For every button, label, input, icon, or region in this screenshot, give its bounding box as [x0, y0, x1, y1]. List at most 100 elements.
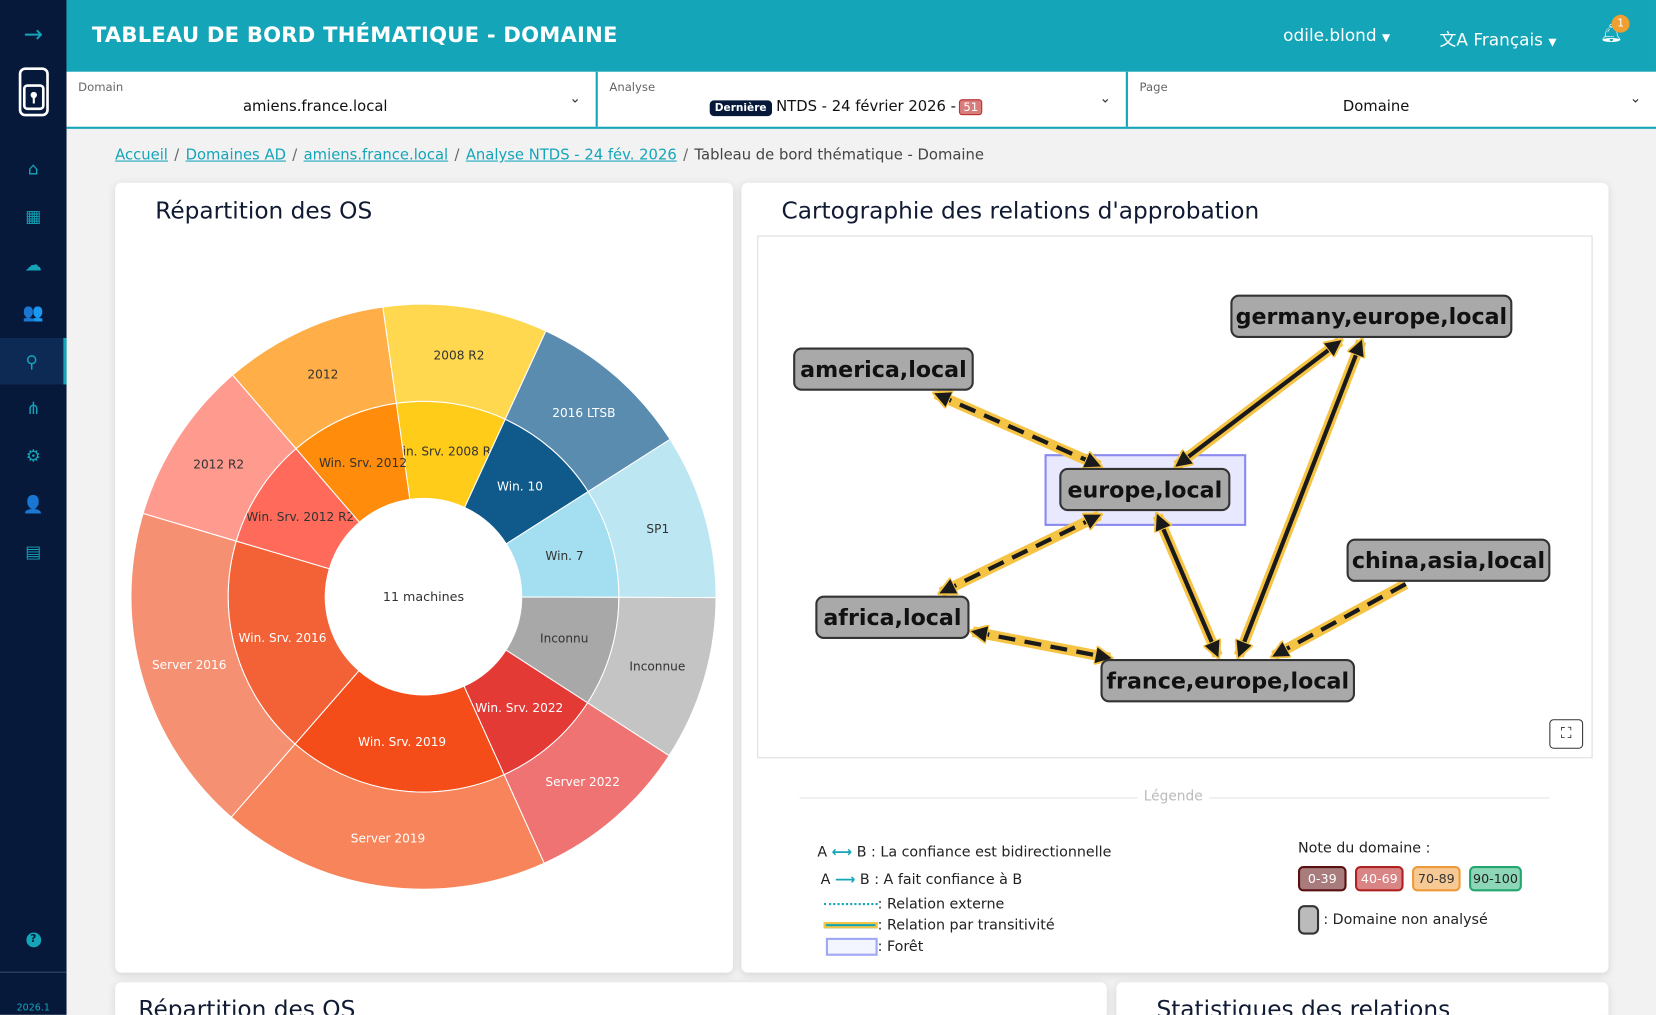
trust-edge[interactable]: [1152, 515, 1223, 655]
external-line-icon: [823, 902, 878, 906]
bottom-left-title: Répartition des OS: [138, 996, 356, 1015]
outer-slice-label: SP1: [646, 522, 669, 536]
page-select-label: Page: [1139, 80, 1168, 94]
domain-node-africa[interactable]: africa,local: [815, 595, 970, 639]
trust-edge[interactable]: [973, 632, 1110, 658]
language-label: Français: [1473, 29, 1543, 50]
trust-edge[interactable]: [1274, 579, 1409, 661]
breadcrumb-domain[interactable]: amiens.france.local: [303, 146, 449, 164]
note-badge: 70-89: [1412, 866, 1461, 892]
domain-node-europe[interactable]: europe,local: [1059, 467, 1231, 512]
os-card-title: Répartition des OS: [155, 198, 373, 225]
os-distribution-card-2: Répartition des OS: [115, 982, 1107, 1015]
breadcrumb-current: Tableau de bord thématique - Domaine: [694, 146, 985, 164]
note-badge: 0-39: [1297, 866, 1347, 892]
inner-slice-label: Inconnu: [540, 632, 588, 646]
inner-slice-label: Win. 7: [545, 549, 583, 563]
gear-icon[interactable]: ⚙: [25, 445, 41, 466]
transitive-line-icon: [823, 921, 878, 929]
sidebar: → ⌂ ▦ ☁ 👥 ⚲ ⋔ ⚙ 👤 ▤ ? 2026.1: [0, 0, 67, 1015]
domain-node-china[interactable]: china,asia,local: [1346, 538, 1551, 582]
inner-slice-label: Win. Srv. 2019: [358, 735, 446, 749]
inner-slice-label: Win. Srv. 2022: [475, 701, 563, 715]
bottom-right-title: Statistiques des relations: [1156, 996, 1451, 1015]
outer-slice-label: 2008 R2: [434, 349, 485, 363]
outer-slice-label: 2012: [307, 368, 338, 382]
breadcrumb-home[interactable]: Accueil: [115, 146, 168, 164]
domain-select-label: Domain: [78, 80, 124, 94]
cloud-icon[interactable]: ☁: [24, 253, 42, 275]
book-icon[interactable]: ▤: [25, 541, 42, 562]
header: TABLEAU DE BORD THÉMATIQUE - DOMAINE odi…: [66, 0, 1656, 72]
legend-a: A: [820, 871, 831, 889]
domain-node-label: africa,local: [823, 605, 961, 631]
center-label: 11 machines: [383, 589, 464, 604]
outer-slice-label: Inconnue: [629, 659, 685, 673]
legend-forest: : Forêt: [877, 938, 924, 956]
users-icon[interactable]: 👥: [22, 301, 44, 322]
breadcrumb-domains[interactable]: Domaines AD: [185, 146, 286, 164]
legend-a: A: [817, 843, 828, 861]
domain-node-label: france,europe,local: [1106, 669, 1349, 695]
domain-node-label: america,local: [800, 357, 967, 383]
latest-badge: Dernière: [709, 100, 772, 117]
selector-bar: Domain amiens.france.local ⌄ Analyse Der…: [66, 71, 1656, 129]
fullscreen-button[interactable]: ⛶: [1549, 719, 1584, 749]
breadcrumb: Accueil/Domaines AD/amiens.france.local/…: [115, 146, 985, 164]
note-badge: 40-69: [1355, 866, 1404, 892]
domain-node-label: china,asia,local: [1352, 548, 1545, 574]
analyse-select-label: Analyse: [609, 80, 656, 94]
fullscreen-icon: ⛶: [1561, 725, 1572, 743]
home-icon[interactable]: ⌂: [27, 157, 39, 178]
help-icon[interactable]: ?: [0, 919, 67, 961]
trust-edge[interactable]: [936, 389, 1100, 471]
inner-slice-label: Win. Srv. 2008 R2: [391, 445, 499, 459]
translate-icon: 文A: [1439, 29, 1468, 50]
note-title: Note du domaine :: [1297, 839, 1431, 857]
outer-slice-label: 2012 R2: [193, 457, 244, 471]
page-select[interactable]: Page Domaine ⌄: [1128, 72, 1656, 127]
sidebar-divider: [0, 971, 67, 973]
domain-node-france[interactable]: france,europe,local: [1100, 659, 1356, 703]
outer-slice-label: Server 2016: [152, 658, 226, 672]
windows-icon[interactable]: ▦: [25, 205, 42, 226]
domain-node-germany[interactable]: germany,europe,local: [1230, 294, 1513, 338]
graph-icon[interactable]: ⋔: [26, 397, 41, 418]
note-badge: 90-100: [1469, 866, 1522, 892]
domain-node-america[interactable]: america,local: [793, 347, 974, 391]
inner-slice-label: Win. 10: [497, 479, 543, 493]
logo-lock-icon: [0, 65, 67, 118]
relations-stats-card: Statistiques des relations: [1116, 982, 1609, 1015]
user-name: odile.blond: [1283, 25, 1377, 46]
legend-external: : Relation externe: [877, 895, 1005, 913]
score-badge: 51: [959, 99, 983, 116]
search-icon[interactable]: ⚲: [0, 337, 67, 385]
notification-count-badge: 1: [1611, 14, 1630, 33]
not-analysed-swatch: [1297, 905, 1320, 935]
oneway-arrow-icon: ⟶: [834, 871, 856, 889]
breadcrumb-analysis[interactable]: Analyse NTDS - 24 fév. 2026: [465, 146, 677, 164]
version-label: 2026.1: [16, 1003, 50, 1014]
trust-graph[interactable]: germany,europe,local america,local europe,…: [757, 235, 1593, 759]
expand-sidebar-icon[interactable]: →: [23, 21, 44, 49]
inner-slice-label: Win. Srv. 2012: [319, 456, 407, 470]
chevron-down-icon: ⌄: [1099, 90, 1112, 107]
legend-oneway: B : A fait confiance à B: [859, 871, 1023, 889]
outer-slice[interactable]: [231, 306, 397, 450]
domain-node-label: europe,local: [1067, 477, 1222, 503]
language-menu[interactable]: 文A Français ▼: [1439, 25, 1556, 50]
trust-edge[interactable]: [1233, 341, 1367, 656]
trust-edge[interactable]: [941, 510, 1099, 598]
legend-bidirectional: B : La confiance est bidirectionnelle: [856, 843, 1112, 861]
domain-select-value: amiens.france.local: [242, 98, 388, 116]
outer-slice-label: 2016 LTSB: [552, 406, 615, 420]
user-menu[interactable]: odile.blond ▼: [1283, 25, 1390, 45]
legend-transitive: : Relation par transitivité: [877, 916, 1055, 934]
legend-title: Légende: [1137, 788, 1210, 805]
caret-down-icon: ▼: [1381, 32, 1391, 45]
domain-select[interactable]: Domain amiens.france.local ⌄: [67, 71, 598, 127]
user-icon[interactable]: 👤: [22, 493, 44, 514]
